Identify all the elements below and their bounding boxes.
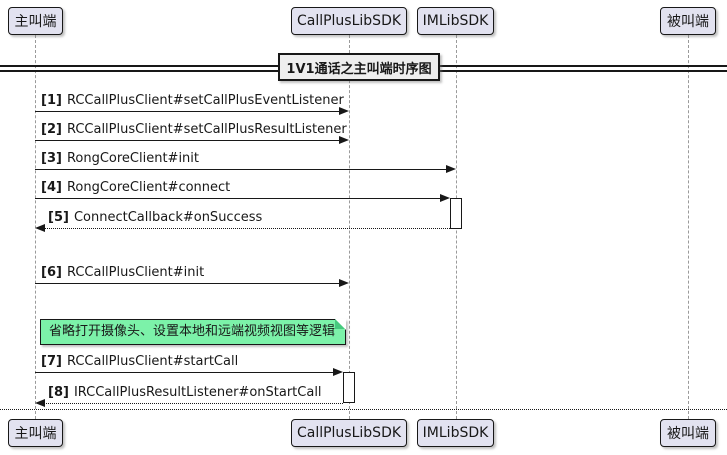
participant-caller-bottom: 主叫端 — [8, 419, 63, 447]
participant-imlibsdk-bottom: IMLibSDK — [417, 419, 494, 447]
arrowhead-right-icon — [339, 107, 349, 115]
message-2-number: [2] — [41, 122, 62, 137]
lifeline-callee — [688, 35, 689, 419]
message-1-text: RCCallPlusClient#setCallPlusEventListene… — [66, 93, 344, 108]
message-1-line — [35, 111, 340, 112]
message-5-line — [44, 228, 450, 229]
message-7-number: [7] — [41, 354, 62, 369]
message-5-label: [5] ConnectCallback#onSuccess — [48, 210, 262, 226]
message-3-text: RongCoreClient#init — [66, 151, 200, 166]
arrowhead-right-icon — [339, 279, 349, 287]
message-2-line — [35, 140, 340, 141]
message-6-label: [6] RCCallPlusClient#init — [41, 265, 204, 281]
message-4-number: [4] — [41, 180, 62, 195]
message-1-number: [1] — [41, 93, 62, 108]
participant-callpluslibsdk-bottom: CallPlusLibSDK — [291, 419, 407, 447]
message-3-line — [35, 169, 447, 170]
message-6-number: [6] — [41, 265, 62, 280]
message-4-line — [35, 198, 441, 199]
note-text: 省略打开摄像头、设置本地和远端视频视图等逻辑 — [49, 324, 336, 339]
message-6-text: RCCallPlusClient#init — [66, 265, 205, 280]
diagram-title: 1V1通话之主叫端时序图 — [278, 53, 440, 81]
activation-imlibsdk — [450, 198, 462, 229]
message-6-line — [35, 283, 340, 284]
message-5-number: [5] — [48, 210, 69, 225]
bottom-separator — [0, 409, 727, 410]
message-8-label: [8] IRCCallPlusResultListener#onStartCall — [48, 385, 322, 401]
arrowhead-left-icon — [35, 399, 45, 407]
message-2-label: [2] RCCallPlusClient#setCallPlusResultLis… — [41, 122, 347, 138]
message-8-number: [8] — [48, 385, 69, 400]
message-8-text: IRCCallPlusResultListener#onStartCall — [73, 385, 322, 400]
message-7-text: RCCallPlusClient#startCall — [66, 354, 239, 369]
participant-caller-top: 主叫端 — [8, 7, 63, 35]
arrowhead-right-icon — [446, 165, 456, 173]
arrowhead-right-icon — [440, 194, 450, 202]
participant-callee-top: 被叫端 — [660, 7, 716, 35]
participant-imlibsdk-top: IMLibSDK — [417, 7, 494, 35]
participant-callpluslibsdk-top: CallPlusLibSDK — [291, 7, 407, 35]
note-fold-icon — [335, 319, 345, 329]
message-3-label: [3] RongCoreClient#init — [41, 151, 199, 167]
message-4-text: RongCoreClient#connect — [66, 180, 231, 195]
arrowhead-right-icon — [339, 136, 349, 144]
message-3-number: [3] — [41, 151, 62, 166]
message-7-label: [7] RCCallPlusClient#startCall — [41, 354, 238, 370]
message-5-text: ConnectCallback#onSuccess — [73, 210, 263, 225]
activation-callpluslibsdk — [343, 372, 355, 403]
note: 省略打开摄像头、设置本地和远端视频视图等逻辑 — [40, 319, 346, 345]
message-2-text: RCCallPlusClient#setCallPlusResultListen… — [66, 122, 347, 137]
message-7-line — [35, 372, 334, 373]
participant-callee-bottom: 被叫端 — [660, 419, 716, 447]
lifeline-callpluslibsdk — [349, 35, 350, 419]
message-8-line — [44, 403, 343, 404]
arrowhead-right-icon — [333, 368, 343, 376]
message-4-label: [4] RongCoreClient#connect — [41, 180, 230, 196]
message-1-label: [1] RCCallPlusClient#setCallPlusEventList… — [41, 93, 344, 109]
arrowhead-left-icon — [35, 224, 45, 232]
